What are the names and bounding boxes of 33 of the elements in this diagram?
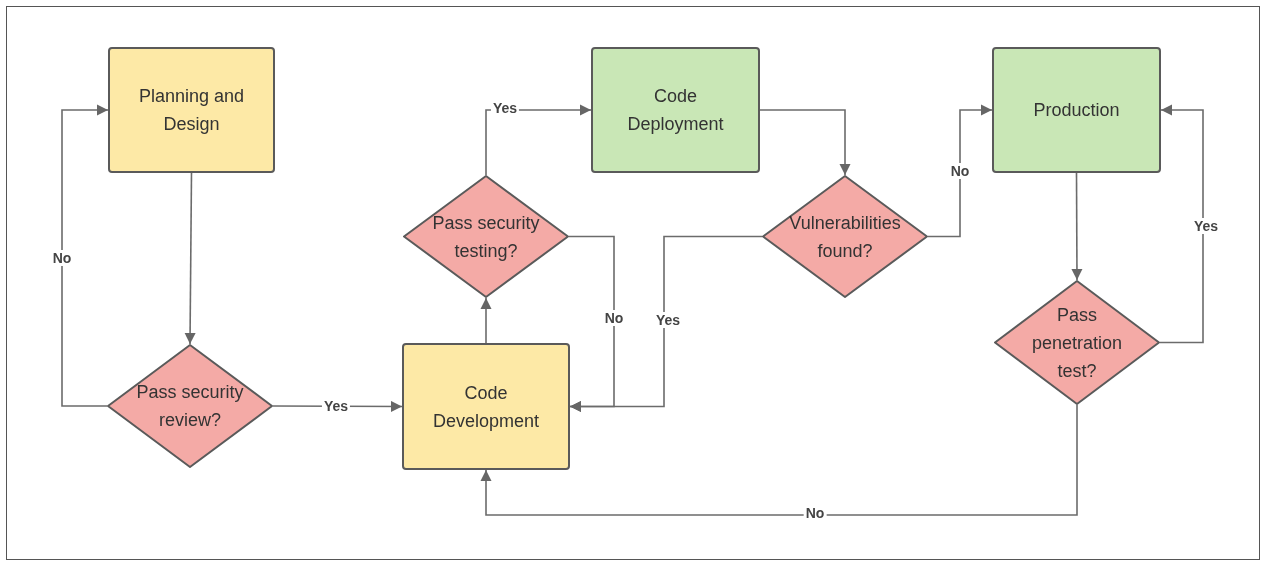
arrow xyxy=(927,104,993,238)
node-label: Production xyxy=(1032,99,1121,122)
edge-label: No xyxy=(803,505,827,521)
arrow xyxy=(184,172,196,345)
process-box xyxy=(591,47,760,173)
decision-diamond xyxy=(403,175,569,298)
edge-label: Yes xyxy=(321,398,351,414)
process-box xyxy=(992,47,1161,173)
edge-label: Yes xyxy=(653,312,683,328)
arrow xyxy=(569,235,763,413)
arrow xyxy=(480,404,1078,516)
arrow xyxy=(61,104,109,407)
arrow xyxy=(1071,172,1083,281)
node-label: Planning and Design xyxy=(137,85,246,136)
process-box xyxy=(402,343,570,470)
edge-label: Yes xyxy=(490,100,520,116)
arrow xyxy=(759,109,851,176)
edge-label: Yes xyxy=(1191,218,1221,234)
node-label: Vulnerabilities found? xyxy=(788,211,902,263)
decision-diamond xyxy=(762,175,928,298)
edge-label: No xyxy=(50,250,74,266)
node-label: Pass penetration test? xyxy=(1030,303,1124,383)
node-label: Pass security testing? xyxy=(431,211,541,263)
edge-label: No xyxy=(948,163,972,179)
decision-diamond xyxy=(994,280,1160,405)
node-label: Code Deployment xyxy=(626,85,725,136)
node-label: Code Development xyxy=(431,381,541,433)
node-label: Pass security review? xyxy=(135,381,245,432)
decision-diamond xyxy=(107,344,273,468)
process-box xyxy=(108,47,275,173)
arrow xyxy=(480,297,492,344)
arrow xyxy=(1159,104,1204,344)
edge-label: No xyxy=(602,310,626,326)
